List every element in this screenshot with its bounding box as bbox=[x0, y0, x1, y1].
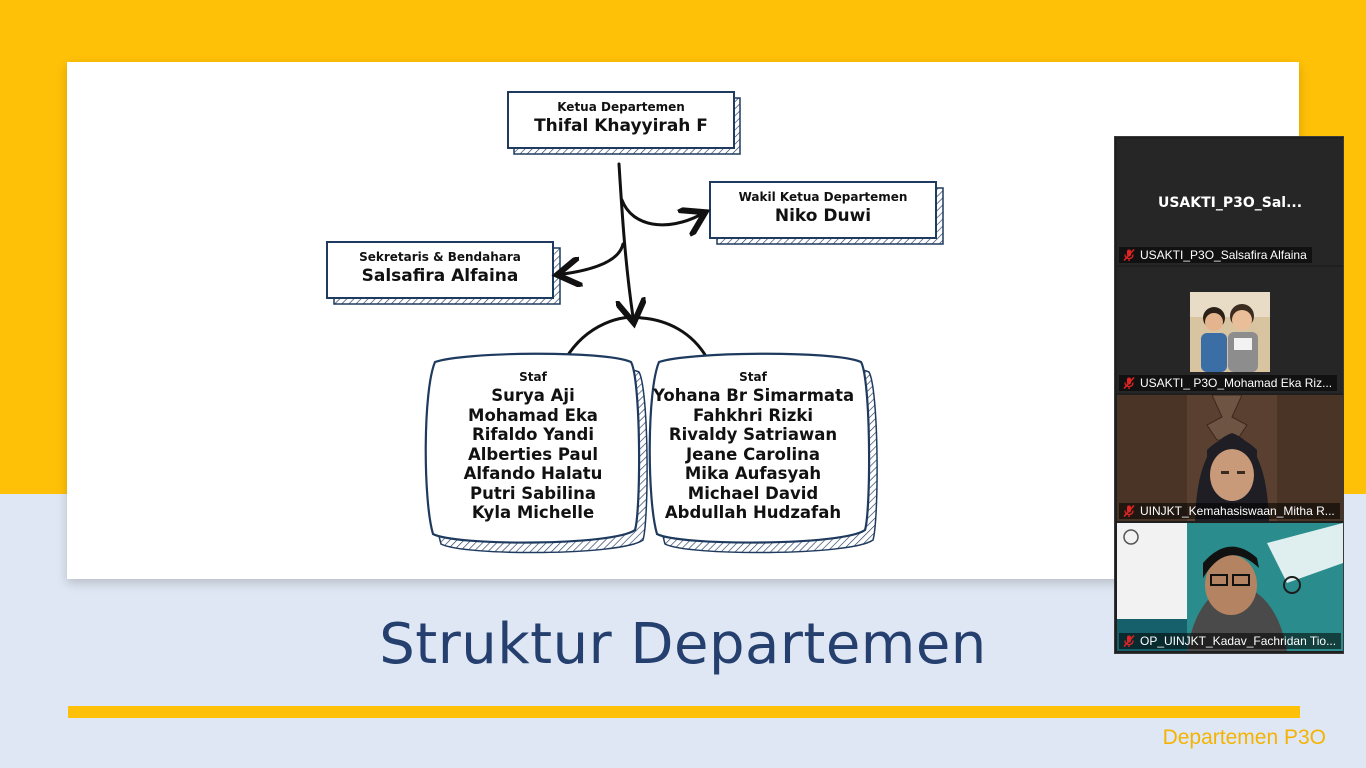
slide-title: Struktur Departemen bbox=[379, 612, 987, 677]
vice-label: Wakil Ketua Departemen Niko Duwi bbox=[710, 190, 936, 226]
participant-name: USAKTI_P3O_Salsafira Alfaina bbox=[1140, 248, 1307, 262]
mic-muted-icon bbox=[1123, 634, 1135, 648]
secretary-role: Sekretaris & Bendahara bbox=[359, 250, 521, 264]
staff-member: Jeane Carolina bbox=[685, 444, 821, 464]
staff-right-bubble bbox=[648, 352, 878, 554]
head-label: Ketua Departemen Thifal Khayyirah F bbox=[508, 100, 734, 136]
participant-display-title: USAKTI_P3O_Sal... bbox=[1157, 195, 1303, 211]
participant-nameplate: USAKTI_ P3O_Mohamad Eka Riz... bbox=[1119, 375, 1338, 391]
participant-video bbox=[1117, 523, 1343, 651]
head-role: Ketua Departemen bbox=[557, 100, 685, 114]
participant-name: UINJKT_Kemahasiswaan_Mitha R... bbox=[1140, 504, 1335, 518]
participant-nameplate: UINJKT_Kemahasiswaan_Mitha R... bbox=[1119, 503, 1340, 519]
participant-nameplate: OP_UINJKT_Kadav_Fachridan Tio... bbox=[1119, 633, 1342, 649]
staff-member: Rifaldo Yandi bbox=[471, 425, 594, 444]
participant-video bbox=[1117, 395, 1343, 521]
participant-gallery[interactable]: USAKTI_P3O_Sal... USAKTI_P3O_Salsafira A… bbox=[1114, 136, 1344, 654]
participant-nameplate: USAKTI_P3O_Salsafira Alfaina bbox=[1119, 247, 1312, 263]
org-chart-drawing bbox=[326, 91, 944, 554]
participant-name: OP_UINJKT_Kadav_Fachridan Tio... bbox=[1140, 634, 1337, 648]
head-box bbox=[507, 91, 741, 155]
vice-box bbox=[709, 181, 944, 245]
participant-name: USAKTI_ P3O_Mohamad Eka Riz... bbox=[1140, 376, 1333, 390]
staff-right-list: Staf Yohana Br Simarmata Fahkhri Rizki R… bbox=[653, 370, 855, 523]
org-chart-card: Ketua Departemen Thifal Khayyirah F Waki… bbox=[67, 62, 1299, 579]
staff-member: Alfando Halatu bbox=[463, 464, 603, 483]
staff-member: Mika Aufasyah bbox=[684, 464, 822, 483]
staff-member: Michael David bbox=[687, 483, 819, 503]
participant-tile[interactable]: UINJKT_Kemahasiswaan_Mitha R... bbox=[1117, 395, 1343, 521]
staff-member: Surya Aji bbox=[491, 386, 575, 405]
mic-muted-icon bbox=[1123, 504, 1135, 518]
staff-left-list: Staf Surya Aji Mohamad Eka Rifaldo Yandi… bbox=[433, 370, 633, 523]
secretary-name: Salsafira Alfaina bbox=[361, 266, 519, 286]
vice-role: Wakil Ketua Departemen bbox=[738, 190, 908, 204]
staff-member: Yohana Br Simarmata bbox=[653, 386, 855, 405]
secretary-label: Sekretaris & Bendahara Salsafira Alfaina bbox=[327, 250, 553, 286]
secretary-box bbox=[326, 241, 561, 305]
gold-divider bbox=[68, 706, 1300, 718]
mic-muted-icon bbox=[1123, 248, 1135, 262]
staff-left-bubble bbox=[424, 352, 648, 554]
staff-member: Putri Sabilina bbox=[470, 483, 596, 503]
staff-left-role: Staf bbox=[519, 370, 547, 384]
staff-member: Alberties Paul bbox=[467, 444, 599, 464]
slide-footer: Departemen P3O bbox=[1162, 726, 1326, 749]
connector-lines bbox=[563, 162, 707, 360]
staff-right-role: Staf bbox=[739, 370, 767, 384]
staff-member: Kyla Michelle bbox=[471, 503, 595, 522]
participant-tile[interactable]: OP_UINJKT_Kadav_Fachridan Tio... bbox=[1117, 523, 1343, 651]
staff-member: Abdullah Hudzafah bbox=[664, 503, 842, 522]
vice-name: Niko Duwi bbox=[774, 206, 872, 226]
staff-member: Fahkhri Rizki bbox=[692, 405, 814, 425]
participant-tile[interactable]: USAKTI_ P3O_Mohamad Eka Riz... bbox=[1117, 267, 1343, 393]
participant-tile[interactable]: USAKTI_P3O_Sal... USAKTI_P3O_Salsafira A… bbox=[1117, 139, 1343, 265]
staff-member: Rivaldy Satriawan bbox=[668, 425, 838, 444]
mic-muted-icon bbox=[1123, 376, 1135, 390]
head-name: Thifal Khayyirah F bbox=[534, 116, 708, 136]
profile-photo bbox=[1190, 292, 1270, 372]
staff-member: Mohamad Eka bbox=[468, 405, 598, 425]
